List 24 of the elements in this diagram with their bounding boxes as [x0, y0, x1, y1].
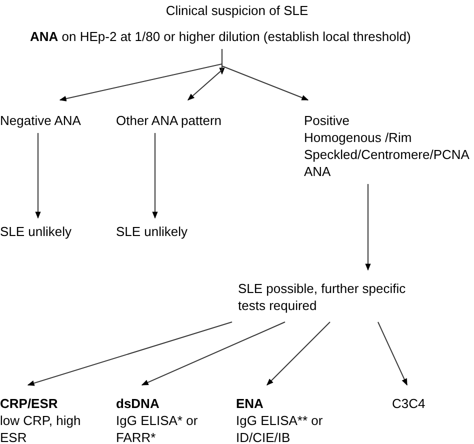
node-text: Negative ANA: [0, 112, 82, 129]
node-text: Homogenous /Rim Speckled/Centromere/PCNA ANA: [304, 129, 470, 180]
node-text: SLE unlikely: [116, 223, 189, 240]
title: Clinical suspicion of SLE: [164, 2, 310, 19]
arrow: [152, 132, 158, 219]
arrow: [266, 322, 330, 386]
node-text: SLE possible, further specific tests required: [238, 280, 407, 314]
test-heading: dsDNA: [116, 395, 160, 412]
test-heading: ENA: [236, 395, 264, 412]
node-text: IgG ELISA* or FARR*: [116, 412, 199, 444]
arrow: [141, 322, 286, 386]
node-text: Positive: [304, 112, 351, 129]
arrow: [27, 322, 232, 386]
arrow: [35, 132, 41, 219]
arrow: [222, 48, 309, 100]
arrow: [365, 184, 371, 271]
node-text: Other ANA pattern: [116, 112, 223, 129]
test-heading: CRP/ESR: [0, 395, 59, 412]
node-text: SLE unlikely: [0, 223, 73, 240]
arrow: [378, 322, 408, 386]
node-text: IgG ELISA** or ID/CIE/IB: [236, 412, 324, 444]
node-text: low CRP, high ESR: [0, 412, 82, 444]
node-text: ANA on HEp-2 at 1/80 or higher dilution (establish local threshold): [30, 28, 412, 45]
node-text: C3C4: [392, 395, 426, 412]
